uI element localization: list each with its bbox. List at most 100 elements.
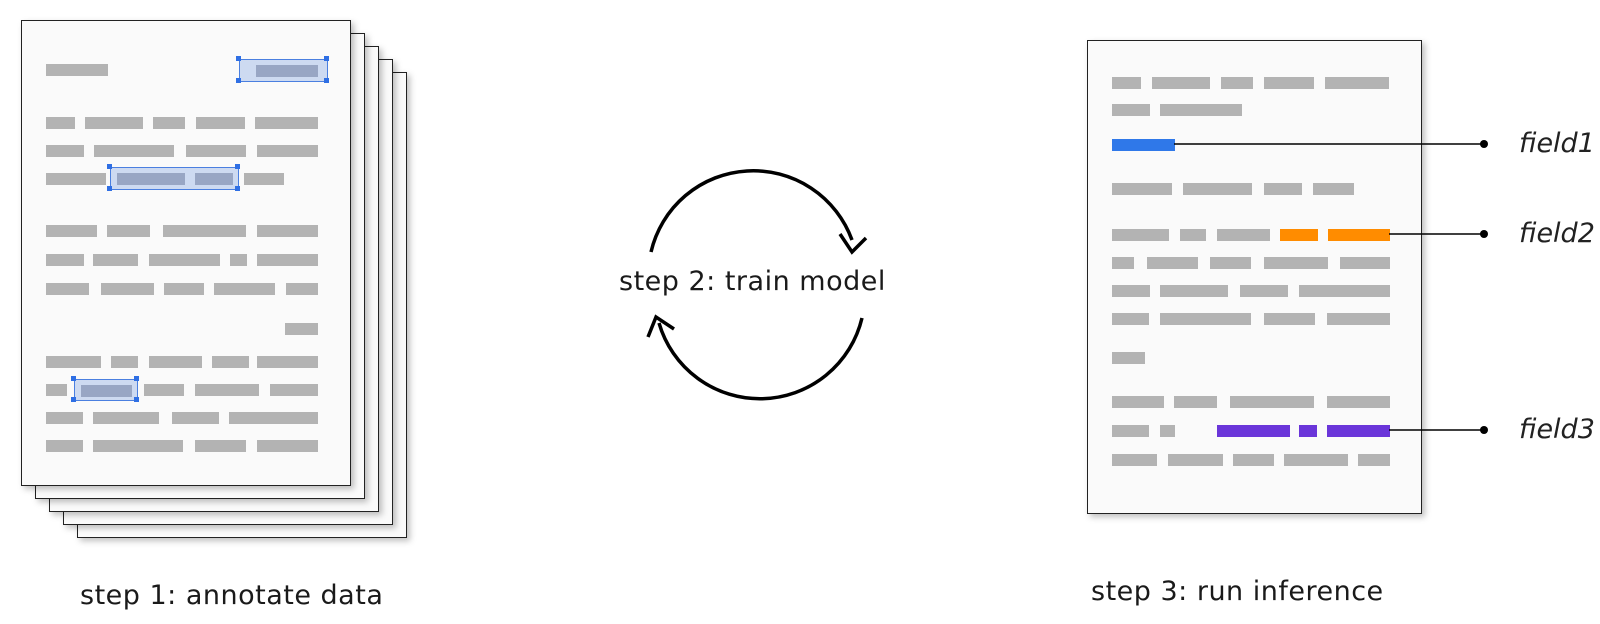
- text-placeholder: [149, 254, 220, 266]
- field3-highlight: [1217, 425, 1290, 437]
- text-placeholder: [257, 145, 318, 157]
- text-placeholder: [257, 254, 318, 266]
- text-placeholder: [1327, 313, 1390, 325]
- field3-highlight: [1327, 425, 1390, 437]
- text-placeholder: [46, 64, 108, 76]
- text-placeholder: [286, 283, 318, 295]
- text-placeholder: [144, 384, 184, 396]
- text-placeholder: [257, 225, 318, 237]
- text-placeholder: [257, 440, 318, 452]
- text-placeholder: [1112, 77, 1141, 89]
- text-placeholder: [164, 283, 204, 295]
- text-placeholder: [85, 117, 143, 129]
- text-placeholder: [270, 384, 318, 396]
- text-placeholder: [244, 173, 284, 185]
- annotation-box[interactable]: [110, 167, 239, 190]
- text-placeholder: [163, 225, 246, 237]
- text-placeholder: [1168, 454, 1223, 466]
- text-placeholder: [46, 173, 106, 185]
- text-placeholder: [230, 254, 247, 266]
- resize-handle[interactable]: [236, 78, 241, 83]
- field1-label: field1: [1519, 128, 1595, 159]
- text-placeholder: [1160, 104, 1242, 116]
- text-placeholder: [46, 145, 84, 157]
- field1-highlight: [1112, 139, 1175, 151]
- text-placeholder: [1112, 104, 1150, 116]
- text-placeholder: [1264, 77, 1314, 89]
- text-placeholder: [46, 117, 75, 129]
- step3-caption: step 3: run inference: [1091, 576, 1384, 607]
- resize-handle[interactable]: [134, 397, 139, 402]
- text-placeholder: [229, 412, 318, 424]
- text-placeholder: [1160, 313, 1251, 325]
- text-placeholder: [1112, 257, 1134, 269]
- resize-handle[interactable]: [324, 78, 329, 83]
- text-placeholder: [107, 225, 150, 237]
- text-placeholder: [1340, 257, 1390, 269]
- text-placeholder: [1152, 77, 1210, 89]
- resize-handle[interactable]: [235, 186, 240, 191]
- text-placeholder: [255, 117, 318, 129]
- field1-dot: [1480, 140, 1488, 148]
- text-placeholder: [101, 283, 154, 295]
- resize-handle[interactable]: [236, 56, 241, 61]
- field3-dot: [1480, 426, 1488, 434]
- field3-highlight: [1299, 425, 1317, 437]
- text-placeholder: [1299, 285, 1390, 297]
- text-placeholder: [172, 412, 219, 424]
- text-placeholder: [93, 254, 138, 266]
- text-placeholder: [1264, 257, 1328, 269]
- resize-handle[interactable]: [107, 186, 112, 191]
- text-placeholder: [257, 356, 318, 368]
- text-placeholder: [196, 117, 245, 129]
- text-placeholder: [1147, 257, 1198, 269]
- text-placeholder: [1112, 313, 1149, 325]
- text-placeholder: [1313, 183, 1354, 195]
- resize-handle[interactable]: [134, 376, 139, 381]
- resize-handle[interactable]: [71, 376, 76, 381]
- text-placeholder: [1221, 77, 1253, 89]
- resize-handle[interactable]: [107, 164, 112, 169]
- text-placeholder: [1180, 229, 1206, 241]
- text-placeholder: [1112, 352, 1145, 364]
- text-placeholder: [1358, 454, 1390, 466]
- text-placeholder: [195, 384, 259, 396]
- text-placeholder: [1112, 183, 1172, 195]
- resize-handle[interactable]: [71, 397, 76, 402]
- text-placeholder: [46, 283, 89, 295]
- text-placeholder: [1112, 229, 1169, 241]
- text-placeholder: [1112, 454, 1157, 466]
- step2-caption: step 2: train model: [619, 266, 886, 297]
- text-placeholder: [1233, 454, 1274, 466]
- text-placeholder: [1264, 183, 1302, 195]
- text-placeholder: [195, 440, 246, 452]
- text-placeholder: [46, 254, 84, 266]
- text-placeholder: [1112, 425, 1149, 437]
- text-placeholder: [1327, 396, 1390, 408]
- text-placeholder: [1217, 229, 1270, 241]
- step1-caption: step 1: annotate data: [80, 580, 384, 611]
- arrowhead-bottom: [646, 314, 675, 338]
- text-placeholder: [46, 384, 67, 396]
- text-placeholder: [46, 412, 83, 424]
- text-placeholder: [1112, 396, 1164, 408]
- text-placeholder: [1183, 183, 1252, 195]
- text-placeholder: [285, 323, 318, 335]
- text-placeholder: [186, 145, 246, 157]
- text-placeholder: [93, 412, 159, 424]
- resize-handle[interactable]: [235, 164, 240, 169]
- annotation-box[interactable]: [74, 379, 138, 401]
- cycle-arrow-top: [649, 169, 854, 253]
- annotation-box[interactable]: [239, 59, 328, 82]
- text-placeholder: [1284, 454, 1348, 466]
- inference-document: [1087, 40, 1422, 514]
- text-placeholder: [94, 145, 174, 157]
- field2-highlight: [1280, 229, 1318, 241]
- text-placeholder: [1210, 257, 1251, 269]
- text-placeholder: [214, 283, 275, 295]
- text-placeholder: [46, 225, 97, 237]
- resize-handle[interactable]: [324, 56, 329, 61]
- text-placeholder: [1325, 77, 1389, 89]
